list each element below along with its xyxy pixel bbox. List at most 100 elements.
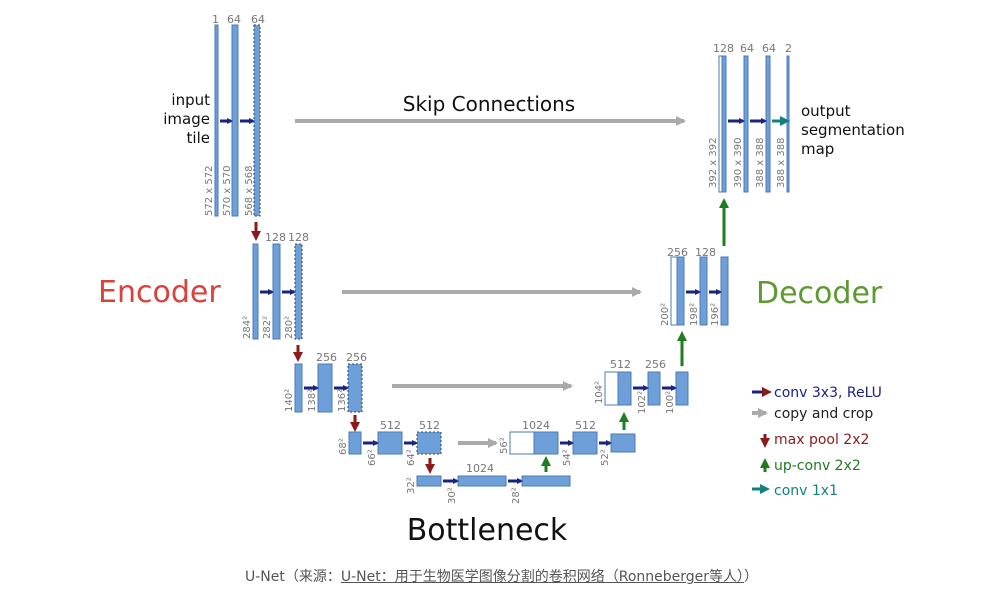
dim-label: 200² — [660, 303, 671, 326]
channel-label: 64 — [762, 42, 776, 55]
output-label-line: segmentation — [801, 121, 905, 139]
legend-label: conv 3x3, ReLU — [774, 385, 882, 401]
feature-map-block — [617, 371, 632, 406]
legend: conv 3x3, ReLU copy and crop max pool 2x… — [752, 385, 882, 499]
dim-label: 280² — [284, 316, 295, 339]
feature-map-block — [604, 371, 619, 406]
dim-label: 198² — [689, 303, 700, 326]
dim-label: 138² — [307, 389, 318, 412]
encoder-level-4: 512 512 68² 66² 64² — [338, 419, 442, 466]
bottleneck-level: 1024 32² 30² 28² — [406, 462, 571, 504]
feature-map-block — [253, 24, 261, 217]
dim-label: 388 x 388 — [755, 138, 766, 188]
dim-label: 30² — [447, 487, 458, 504]
feature-map-block — [743, 55, 749, 193]
bottleneck-label: Bottleneck — [407, 513, 568, 548]
dim-label: 284² — [242, 316, 253, 339]
dim-label: 56² — [499, 437, 510, 454]
channel-label: 128 — [695, 246, 716, 259]
skip-connections-label: Skip Connections — [403, 92, 575, 116]
encoder-level-1: 1 64 64 572 x 572 570 x 570 568 x 568 in… — [163, 13, 265, 217]
feature-map-block — [416, 431, 442, 455]
feature-map-block — [294, 243, 303, 340]
channel-label: 128 — [265, 231, 286, 244]
dim-label: 104² — [594, 381, 605, 404]
dim-label: 196² — [710, 303, 721, 326]
input-label-line: input — [171, 91, 210, 109]
feature-map-block — [572, 431, 598, 455]
channel-label: 512 — [575, 419, 596, 432]
input-label-line: tile — [187, 129, 210, 147]
feature-map-block — [533, 431, 559, 455]
feature-map-block — [214, 24, 219, 217]
channel-label: 512 — [610, 358, 631, 371]
feature-map-block — [610, 433, 636, 453]
legend-label: up-conv 2x2 — [774, 458, 861, 474]
input-label-line: image — [163, 110, 210, 128]
channel-label: 64 — [251, 13, 265, 26]
dim-label: 388 x 388 — [776, 138, 787, 188]
figure-caption: U-Net（来源：U-Net：用于生物医学图像分割的卷积网络（Ronneberg… — [0, 566, 1003, 586]
dim-label: 570 x 570 — [222, 166, 233, 216]
feature-map-block — [416, 475, 442, 487]
feature-map-block — [294, 363, 303, 413]
feature-map-block — [347, 363, 363, 413]
decoder-level-3: 512 256 104² 102² 100² — [594, 358, 689, 414]
decoder-level-1: 128 64 64 2 392 x 392 390 x 390 388 x 38… — [708, 42, 905, 193]
dim-label: 28² — [511, 487, 522, 504]
caption-source-link[interactable]: U-Net：用于生物医学图像分割的卷积网络（Ronneberger等人） — [340, 569, 745, 585]
feature-map-block — [670, 256, 678, 326]
channel-label: 256 — [316, 351, 337, 364]
feature-map-block — [675, 371, 689, 406]
dim-label: 68² — [338, 438, 349, 455]
feature-map-block — [786, 55, 790, 193]
caption-suffix: ） — [744, 569, 759, 585]
channel-label: 256 — [667, 246, 688, 259]
feature-map-block — [521, 475, 571, 487]
legend-item-copy: copy and crop — [752, 406, 873, 422]
feature-map-block — [676, 256, 685, 326]
feature-map-block — [457, 475, 507, 487]
feature-map-block — [720, 256, 729, 326]
dim-label: 52² — [600, 449, 611, 466]
dim-label: 136² — [337, 389, 348, 412]
channel-label: 128 — [713, 42, 734, 55]
feature-map-block — [509, 431, 535, 455]
feature-map-block — [317, 363, 333, 413]
dim-label: 140² — [284, 389, 295, 412]
dim-label: 32² — [406, 477, 417, 494]
channel-label: 64 — [227, 13, 241, 26]
decoder-level-2: 256 128 200² 198² 196² — [660, 246, 729, 326]
channel-label: 2 — [785, 42, 792, 55]
feature-map-block — [348, 431, 362, 455]
encoder-level-3: 256 256 140² 138² 136² — [284, 351, 367, 413]
dim-label: 392 x 392 — [708, 138, 719, 188]
legend-item-maxpool: max pool 2x2 — [760, 432, 869, 448]
decoder-label: Decoder — [756, 276, 883, 311]
feature-map-block — [252, 243, 259, 340]
channel-label: 128 — [288, 231, 309, 244]
output-label-line: map — [801, 140, 834, 158]
dim-label: 390 x 390 — [733, 138, 744, 188]
feature-map-block — [721, 55, 727, 193]
dim-label: 66² — [367, 449, 378, 466]
decoder-level-4: 1024 512 56² 54² 52² — [499, 419, 636, 466]
feature-map-block — [699, 256, 708, 326]
legend-label: conv 1x1 — [774, 483, 838, 499]
channel-label: 512 — [380, 419, 401, 432]
caption-prefix: U-Net（来源： — [244, 569, 341, 585]
legend-label: max pool 2x2 — [774, 432, 869, 448]
dim-label: 568 x 568 — [244, 166, 255, 216]
dim-label: 102² — [637, 391, 648, 414]
encoder-label: Encoder — [98, 275, 221, 310]
feature-map-block — [377, 431, 403, 455]
dim-label: 572 x 572 — [204, 166, 215, 216]
output-label-line: output — [801, 102, 851, 120]
channel-label: 256 — [346, 351, 367, 364]
legend-label: copy and crop — [774, 406, 873, 422]
feature-map-block — [272, 243, 281, 340]
channel-label: 1 — [212, 13, 219, 26]
channel-label: 1024 — [522, 419, 550, 432]
dim-label: 64² — [406, 449, 417, 466]
channel-label: 64 — [740, 42, 754, 55]
